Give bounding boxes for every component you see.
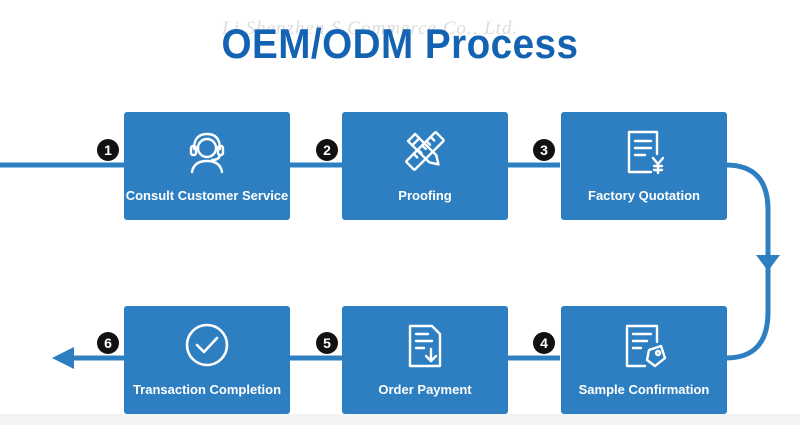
customer-service-headset-icon — [189, 132, 225, 174]
bottom-band — [0, 414, 800, 425]
step-sample-confirmation: Sample Confirmation — [561, 306, 727, 414]
watermark: Li Shenzhen S Commerce Co., Ltd. — [222, 18, 519, 39]
step-factory-quotation: Factory Quotation — [561, 112, 727, 220]
step-number-badge: 6 — [97, 332, 119, 354]
step-label: Transaction Completion — [132, 382, 282, 397]
step-consult-customer-service: Consult Customer Service — [124, 112, 290, 220]
step-proofing: Proofing — [342, 112, 508, 220]
down-arrow-head — [756, 255, 780, 271]
step-label: Factory Quotation — [588, 188, 700, 203]
step-number-badge: 1 — [97, 139, 119, 161]
checkmark-circle-icon — [185, 323, 229, 367]
step-label: Proofing — [398, 188, 452, 203]
sample-document-tag-icon — [625, 324, 667, 368]
payment-document-download-icon — [408, 324, 442, 368]
step-number-badge: 5 — [316, 332, 338, 354]
pencil-ruler-icon — [405, 131, 445, 171]
step-label: Consult Customer Service — [125, 188, 289, 203]
step-order-payment: Order Payment — [342, 306, 508, 414]
page-title: OEM/ODM Process — [221, 20, 579, 67]
step-number-badge: 2 — [316, 139, 338, 161]
step-number-badge: 4 — [533, 332, 555, 354]
step-transaction-completion: Transaction Completion — [124, 306, 290, 414]
left-arrow-head — [52, 347, 74, 369]
quotation-document-yen-icon — [627, 130, 665, 174]
step-label: Order Payment — [378, 382, 472, 397]
step-label: Sample Confirmation — [578, 382, 710, 397]
step-number-badge: 3 — [533, 139, 555, 161]
